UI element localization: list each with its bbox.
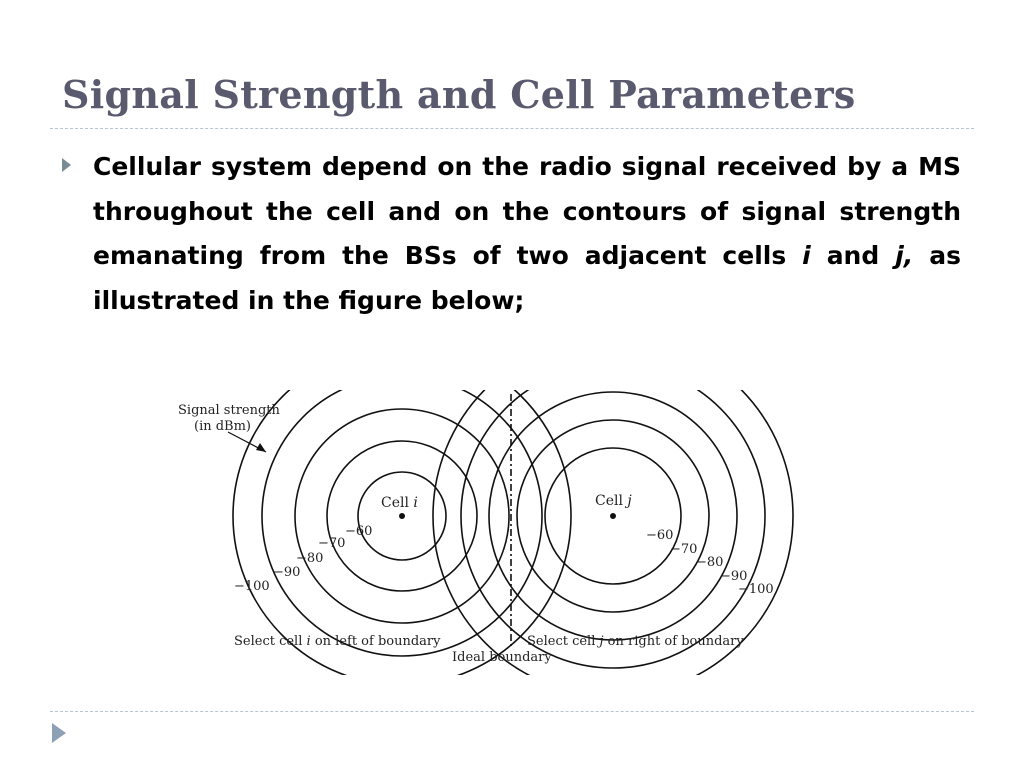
cell-i-value-90: −90 bbox=[273, 565, 300, 580]
paragraph-and: and bbox=[810, 241, 896, 270]
cell-i-value-80: −80 bbox=[296, 551, 323, 566]
cell-j-base-station bbox=[610, 513, 616, 519]
ideal-boundary-label: Ideal boundary bbox=[452, 650, 552, 665]
signal-strength-arrowhead bbox=[256, 443, 266, 452]
triangle-right-icon[interactable] bbox=[52, 723, 66, 743]
cell-j-value-90: −90 bbox=[720, 569, 747, 584]
cell-j-value-60: −60 bbox=[646, 528, 673, 543]
left-boundary-caption: Select cell i on left of boundary bbox=[234, 634, 441, 649]
right-boundary-caption: Select cell j on right of boundary bbox=[527, 634, 744, 649]
cell-j-contour-70 bbox=[516, 419, 710, 613]
cell-i-contour-80 bbox=[294, 408, 510, 624]
cell-j-contour-60 bbox=[544, 447, 682, 585]
cell-i-label: Cell i bbox=[381, 495, 418, 511]
cell-j-label: Cell j bbox=[595, 493, 632, 509]
signal-strength-label: Signal strength bbox=[178, 403, 281, 418]
triangle-right-icon bbox=[62, 158, 71, 172]
paragraph-part2: as illustrated in the figure below; bbox=[93, 241, 961, 315]
cell-i-contour-90 bbox=[261, 375, 543, 657]
cell-j-contour-100 bbox=[432, 335, 794, 697]
slide-title: Signal Strength and Cell Parameters bbox=[62, 72, 856, 117]
cell-j-value-80: −80 bbox=[696, 555, 723, 570]
title-divider bbox=[50, 128, 974, 129]
cell-j-contour-90 bbox=[460, 363, 766, 669]
paragraph-part1: Cellular system depend on the radio sign… bbox=[93, 152, 961, 270]
cell-i-value-70: −70 bbox=[318, 536, 345, 551]
signal-contour-figure: Signal strength (in dBm) Cell i Cell j −… bbox=[170, 335, 810, 697]
signal-contour-diagram: Signal strength (in dBm) Cell i Cell j −… bbox=[178, 335, 794, 697]
cell-j-value-100: −100 bbox=[738, 582, 774, 597]
cell-i-value-60: −60 bbox=[345, 524, 372, 539]
cell-i-contour-70 bbox=[326, 440, 478, 592]
cell-i-value-100: −100 bbox=[234, 579, 270, 594]
signal-unit-label: (in dBm) bbox=[194, 419, 251, 434]
cell-i-contour-60 bbox=[357, 471, 447, 561]
paragraph-cell-j: j, bbox=[895, 241, 914, 270]
cell-i-base-station bbox=[399, 513, 405, 519]
cell-j-value-70: −70 bbox=[670, 542, 697, 557]
cell-j-contour-80 bbox=[488, 391, 738, 641]
paragraph-cell-i: i bbox=[802, 241, 811, 270]
bullet-paragraph: Cellular system depend on the radio sign… bbox=[93, 145, 961, 323]
footer-divider bbox=[50, 711, 974, 712]
